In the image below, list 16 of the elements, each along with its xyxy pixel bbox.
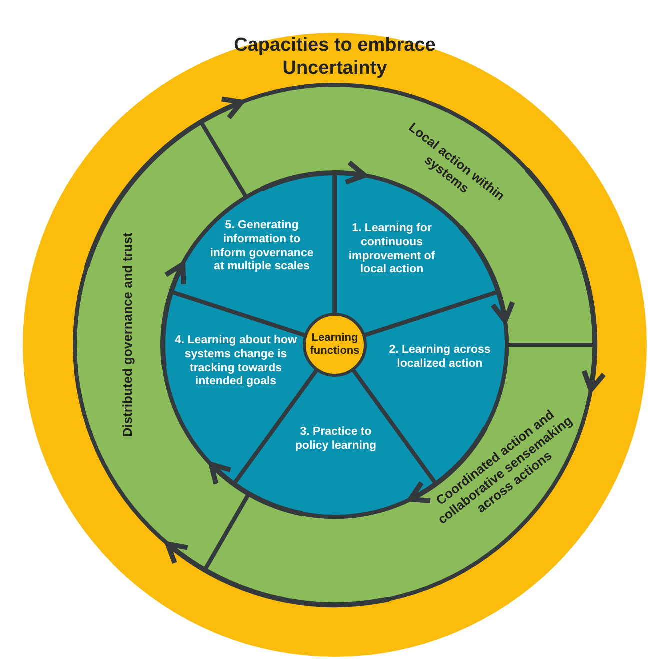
arrow <box>208 462 304 516</box>
segment-label: 2. Learning across localized action <box>388 344 492 372</box>
arrow <box>458 226 514 324</box>
segment-label: 4. Learning about how systems change is tracking towards intended goals <box>174 334 298 390</box>
arrow <box>408 426 488 502</box>
arrow <box>160 262 188 367</box>
segment-label: 3. Practice to policy learning <box>294 426 378 454</box>
title-text: Capacities to embrace Uncertainty <box>233 35 437 81</box>
segment-label: 5. Generating information to inform governance at multiple scales <box>209 219 315 275</box>
segment-label: Distributed governance and trust <box>120 232 136 440</box>
arrow <box>84 98 244 268</box>
arrow <box>260 161 368 192</box>
arrow <box>525 168 606 393</box>
center-label: Learning functions <box>309 332 361 358</box>
arrow <box>165 542 390 608</box>
segment-label: 1. Learning for continuous improvement of local action <box>348 222 436 278</box>
